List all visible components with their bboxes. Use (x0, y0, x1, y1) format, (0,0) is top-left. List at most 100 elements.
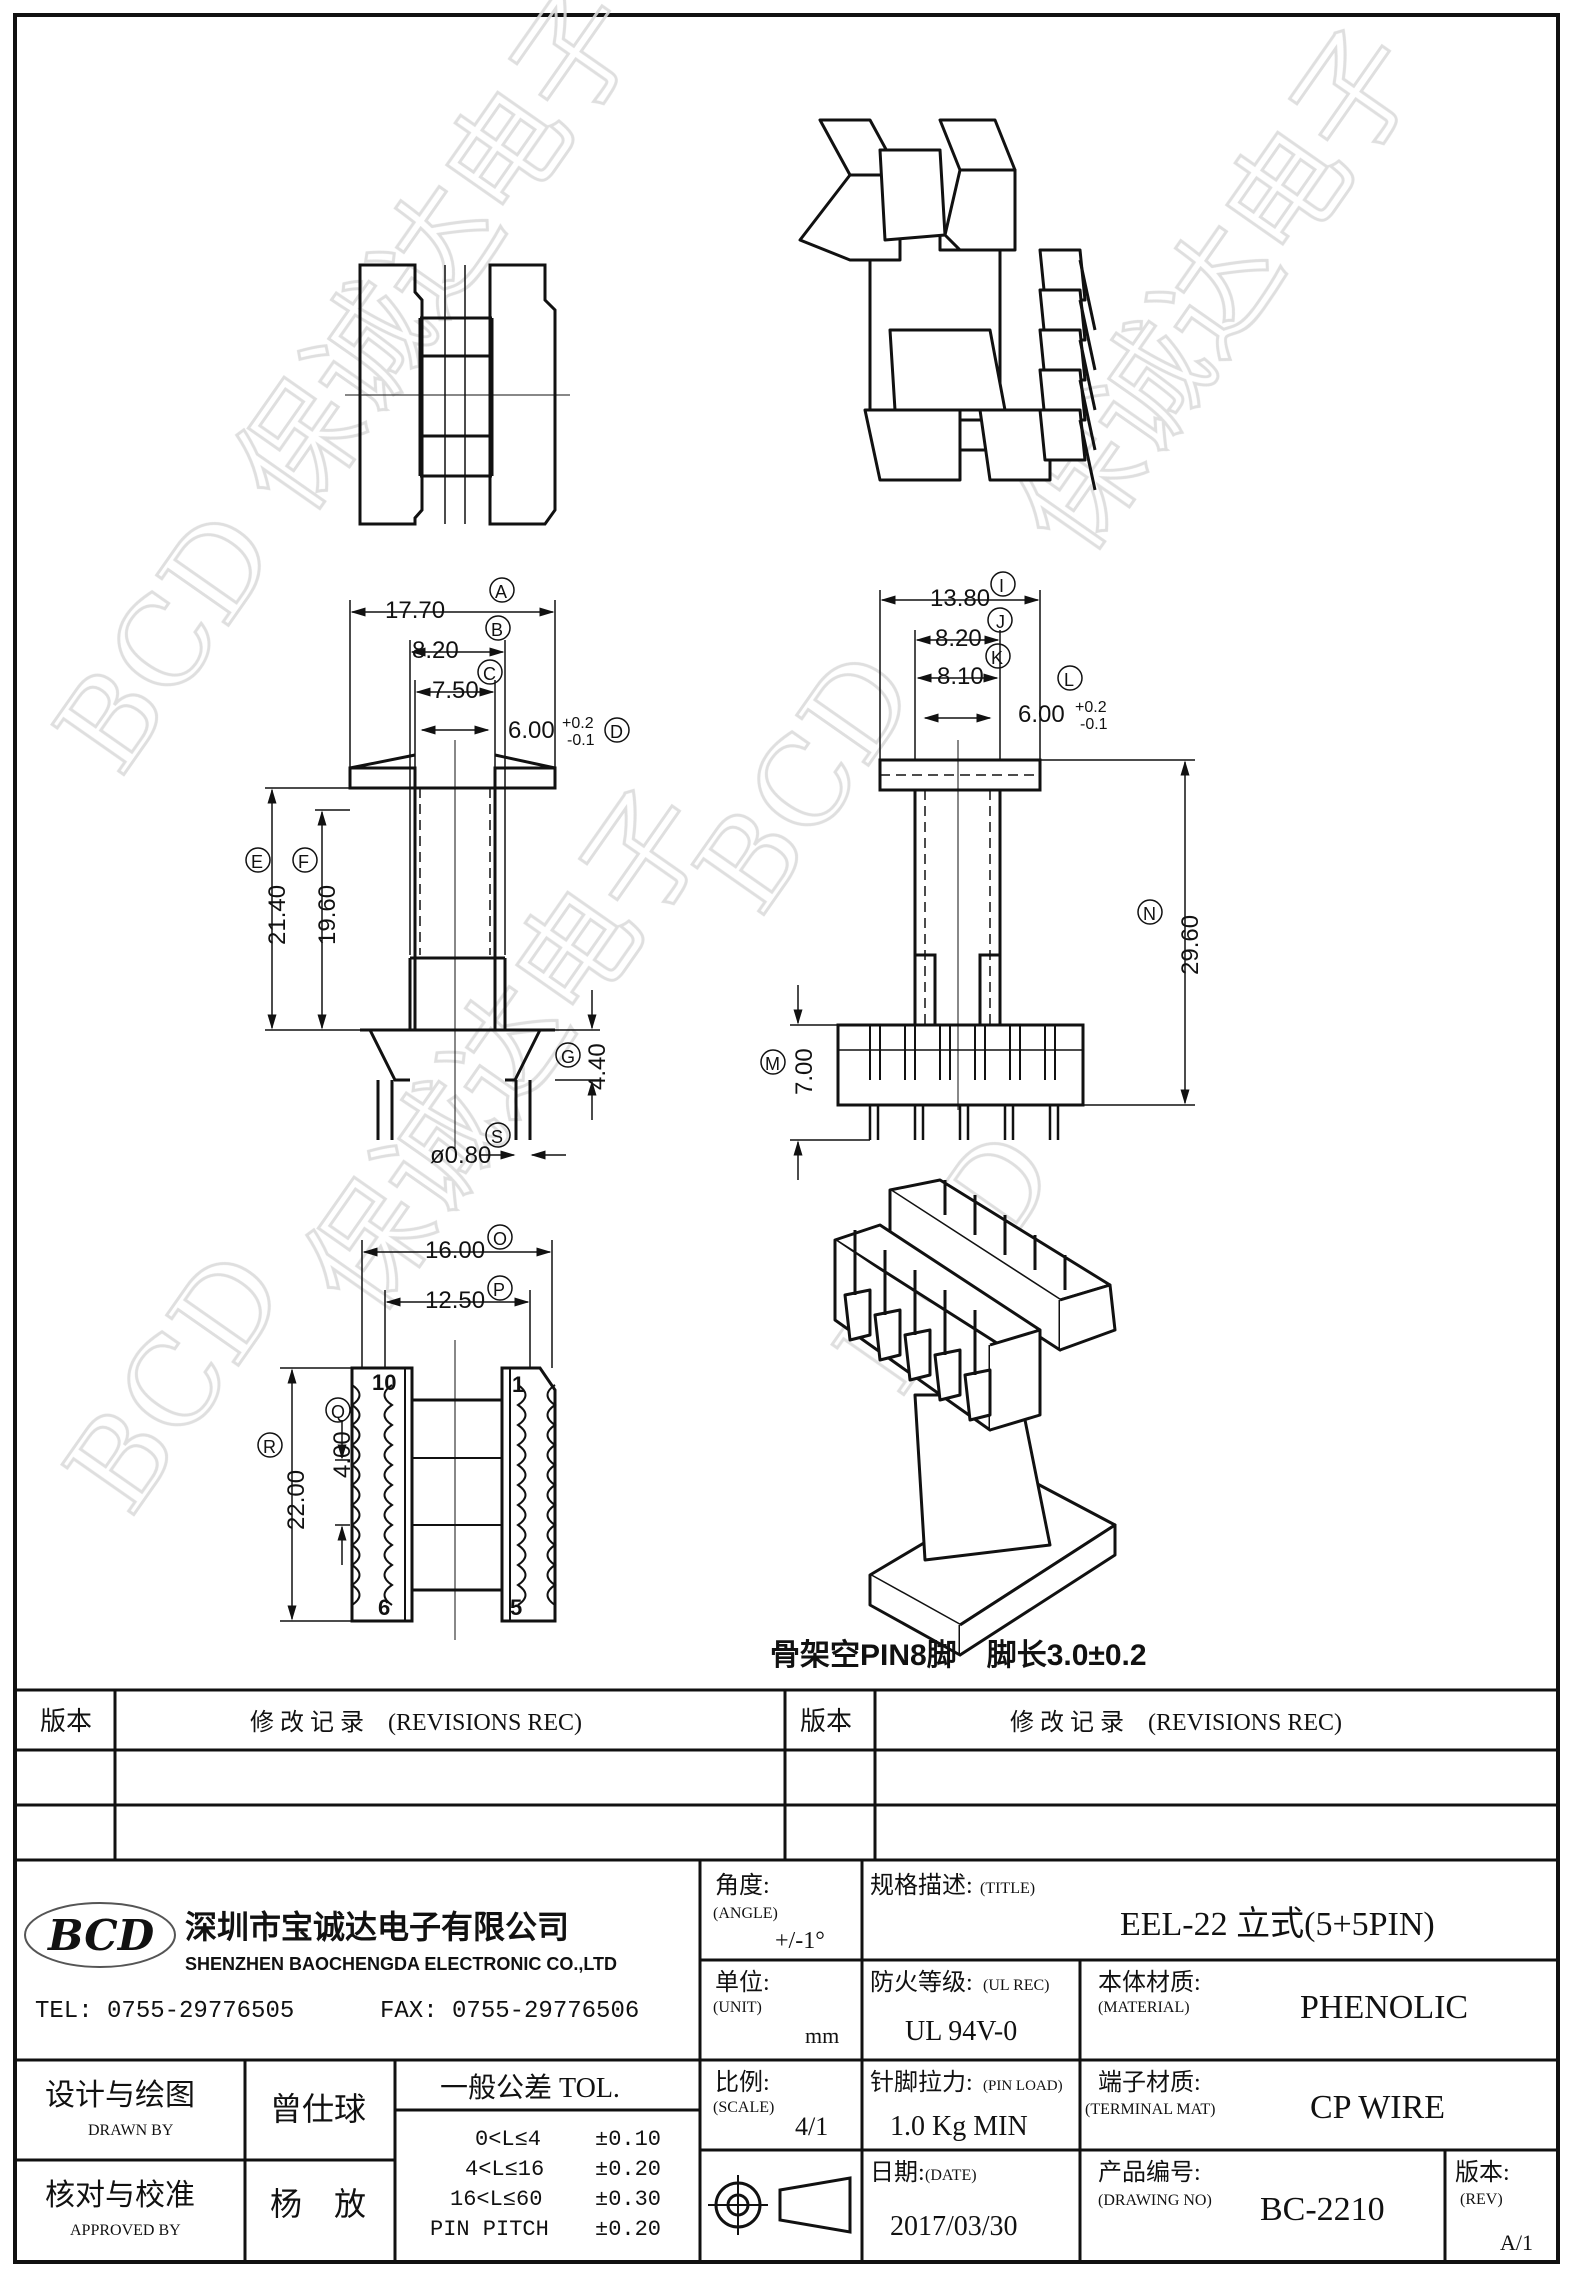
side-view-dim-text: 17.70 A 8.20 B 7.50 C 6.00 +0.2 -0.1 D 2… (245, 577, 630, 1169)
company-logo: BCD (47, 1911, 155, 1960)
dim-d-tol-dn: -0.1 (567, 732, 595, 749)
front-view (836, 740, 1085, 1140)
tol-range-3: PIN PITCH (430, 2217, 549, 2242)
pin-label-10: 10 (372, 1370, 396, 1395)
scale-value: 4/1 (795, 2112, 828, 2141)
dim-s-label: S (491, 1127, 503, 1147)
rev-rec-header-left: 修 改 记 录 (REVISIONS REC) (250, 1709, 582, 1736)
svg-text:保诚达电子: 保诚达电子 (212, 0, 666, 535)
bottom-view-pin-notches-left (350, 1384, 394, 1606)
isometric-view-top (798, 118, 1097, 491)
company-name-en: SHENZHEN BAOCHENGDA ELECTRONIC CO.,LTD (185, 1954, 617, 1974)
bottom-view-dim-text: 16.00 O 12.50 P 4.00 Q 22.00 R 10 1 6 5 (257, 1224, 524, 1620)
tol-range-1: 4<L≤16 (465, 2157, 544, 2182)
tol-value-3: ±0.20 (595, 2217, 661, 2242)
sheet-border (13, 13, 1560, 2264)
top-view (345, 263, 570, 526)
date-label: 日期: (870, 2160, 925, 2186)
isometric-bottom-pins (843, 1180, 1067, 1422)
company-tel: TEL: 0755-29776505 (35, 1998, 294, 2025)
ul-label: 防火等级: (870, 1969, 973, 1996)
revision-table-headers: 版本 修 改 记 录 (REVISIONS REC) 版本 修 改 记 录 (R… (40, 1707, 1342, 1736)
title-block-row3: 比例: (SCALE) 4/1 针脚拉力: (PIN LOAD) 1.0 Kg … (713, 2069, 1445, 2142)
company-name-cn: 深圳市宝诚达电子有限公司 (185, 1909, 569, 1945)
dim-l-value: 6.00 (1018, 701, 1065, 728)
drawno-label-en: (DRAWING NO) (1098, 2192, 1212, 2209)
designer-name: 曾仕球 (270, 2091, 366, 2127)
title-block-grid (15, 1860, 1558, 2262)
front-view-pins (868, 1105, 1060, 1140)
svg-text:BCD: BCD (30, 489, 304, 797)
dim-n-value: 29.60 (1177, 915, 1204, 975)
front-view-dim-text: 13.80 I 8.20 J 8.10 K 6.00 +0.2 -0.1 L 7… (760, 571, 1204, 1095)
svg-text:BCD: BCD (40, 1229, 314, 1537)
spec-value: EEL-22 立式(5+5PIN) (1120, 1905, 1435, 1943)
company-block: BCD 深圳市宝诚达电子有限公司 SHENZHEN BAOCHENGDA ELE… (24, 1902, 639, 2025)
pin-label-1: 1 (512, 1372, 524, 1397)
projection-symbol (708, 2175, 852, 2235)
ul-value: UL 94V-0 (905, 2016, 1017, 2047)
checker-label: 核对与校准 (45, 2179, 195, 2212)
dim-d-value: 6.00 (508, 717, 555, 744)
angle-label: 角度: (715, 1872, 770, 1899)
dim-l-tol-up: +0.2 (1075, 699, 1107, 716)
rev-ver-header-left: 版本 (40, 1707, 92, 1736)
drawno-value: BC-2210 (1260, 2191, 1385, 2228)
material-label: 本体材质: (1098, 1969, 1201, 1996)
dim-q-value: 4.00 (329, 1431, 356, 1478)
unit-value: mm (805, 2023, 839, 2048)
unit-label-en: (UNIT) (713, 1999, 762, 2016)
dim-e-value: 21.40 (264, 885, 291, 945)
title-block-row1: 角度: (ANGLE) +/-1° 规格描述: (TITLE) EEL-22 立… (713, 1872, 1435, 1954)
tolerance-title: 一般公差 TOL. (440, 2072, 620, 2104)
dim-j-value: 8.20 (935, 625, 982, 652)
unit-label: 单位: (715, 1969, 770, 1996)
pinload-label-en: (PIN LOAD) (983, 2078, 1063, 2094)
side-view (348, 740, 557, 1150)
designer-label-en: DRAWN BY (88, 2122, 174, 2139)
dim-e-label: E (251, 852, 263, 872)
dim-f-label: F (298, 852, 309, 872)
material-label-en: (MATERIAL) (1098, 1999, 1190, 2016)
terminal-label-en: (TERMINAL MAT) (1085, 2101, 1216, 2118)
dim-j-label: J (996, 612, 1005, 632)
pinload-value: 1.0 Kg MIN (890, 2111, 1028, 2142)
rev-label-en: (REV) (1460, 2191, 1503, 2208)
designer-label: 设计与绘图 (45, 2079, 195, 2112)
dim-g-value: 4.40 (584, 1043, 611, 1090)
terminal-label: 端子材质: (1098, 2069, 1201, 2096)
title-block-row4: 日期: (DATE) 2017/03/30 产品编号: (DRAWING NO)… (708, 2159, 1533, 2255)
rev-ver-header-right: 版本 (800, 1707, 852, 1736)
pin-note: 骨架空PIN8脚 脚长3.0±0.2 (770, 1639, 1147, 1672)
dim-d-label: D (610, 722, 623, 742)
dim-r-value: 22.00 (283, 1470, 310, 1530)
checker-name: 杨 放 (270, 2186, 366, 2222)
isometric-top-pins (1038, 248, 1097, 491)
checker-label-en: APPROVED BY (70, 2222, 181, 2239)
dim-g-label: G (561, 1047, 575, 1067)
dim-p-label: P (493, 1280, 505, 1300)
isometric-view-bottom (833, 1178, 1117, 1657)
angle-value: +/-1° (775, 1928, 825, 1954)
dim-m-label: M (765, 1054, 780, 1074)
pin-label-6: 6 (378, 1595, 390, 1620)
ul-label-en: (UL REC) (983, 1977, 1050, 1994)
svg-text:BCD: BCD (670, 629, 944, 937)
svg-text:保诚达电子: 保诚达电子 (282, 767, 736, 1335)
dim-i-value: 13.80 (930, 585, 990, 612)
dim-o-label: O (493, 1229, 507, 1249)
dim-m-value: 7.00 (791, 1048, 818, 1095)
pin-label-5: 5 (510, 1595, 522, 1620)
bottom-view-pin-notches-right (516, 1384, 557, 1606)
scale-label: 比例: (715, 2069, 770, 2096)
pinload-label: 针脚拉力: (870, 2069, 973, 2096)
signature-block: 设计与绘图 DRAWN BY 曾仕球 核对与校准 APPROVED BY 杨 放… (45, 2072, 661, 2242)
dim-s-value: ø0.80 (430, 1142, 491, 1169)
bottom-view (350, 1340, 557, 1640)
tol-value-2: ±0.30 (595, 2187, 661, 2212)
dim-r-label: R (263, 1437, 276, 1457)
dim-k-label: K (991, 648, 1003, 668)
date-label-en: (DATE) (925, 2167, 977, 2184)
angle-label-en: (ANGLE) (713, 1905, 778, 1922)
